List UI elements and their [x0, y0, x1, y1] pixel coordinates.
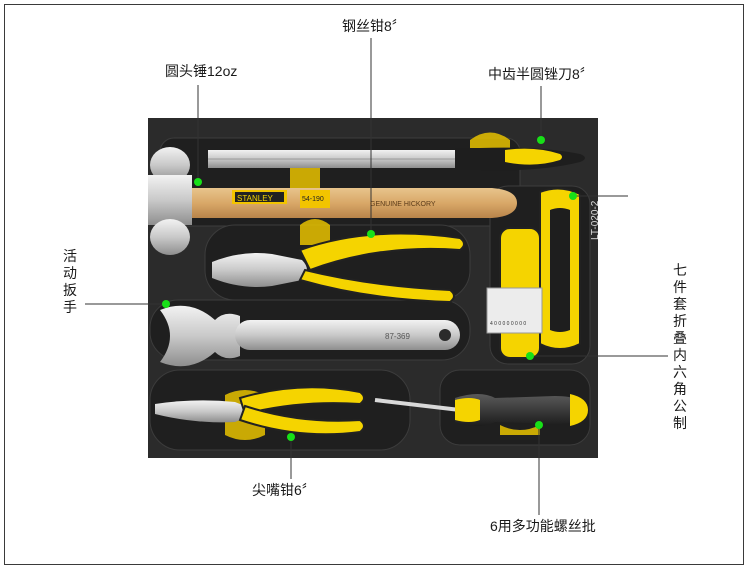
label-pliers: 钢丝钳8〞	[342, 18, 406, 34]
ball-pein-hammer	[148, 147, 517, 255]
hex-model: LT-020-2	[590, 200, 601, 240]
label-needle-pliers: 尖嘴钳6〞	[252, 482, 316, 498]
needle-nose-pliers	[155, 386, 365, 436]
label-file: 中齿半圆锉刀8〞	[488, 66, 594, 82]
label-screwdriver: 6用多功能螺丝批	[490, 518, 596, 534]
barcode-label: 4 0 0 0 0 0 0 0 0	[490, 321, 526, 327]
label-wrench: 活动扳手	[63, 248, 77, 315]
handle-text: GENUINE HICKORY	[370, 201, 436, 208]
multi-bit-screwdriver	[374, 394, 588, 426]
label-hex-key: 七件套折叠内六角公制	[673, 262, 687, 431]
leader-lines	[85, 38, 668, 515]
brand-mark: STANLEY	[237, 194, 274, 203]
image-frame	[4, 4, 744, 565]
combination-pliers	[212, 232, 465, 304]
half-round-file	[208, 147, 585, 171]
folding-hex-key-set	[486, 187, 581, 359]
hammer-model: 54-190	[302, 196, 324, 203]
adjustable-wrench	[160, 305, 460, 367]
label-hammer: 圆头锤12oz	[165, 63, 238, 79]
leader-dots	[162, 136, 577, 441]
wrench-model: 87-369	[385, 332, 410, 341]
